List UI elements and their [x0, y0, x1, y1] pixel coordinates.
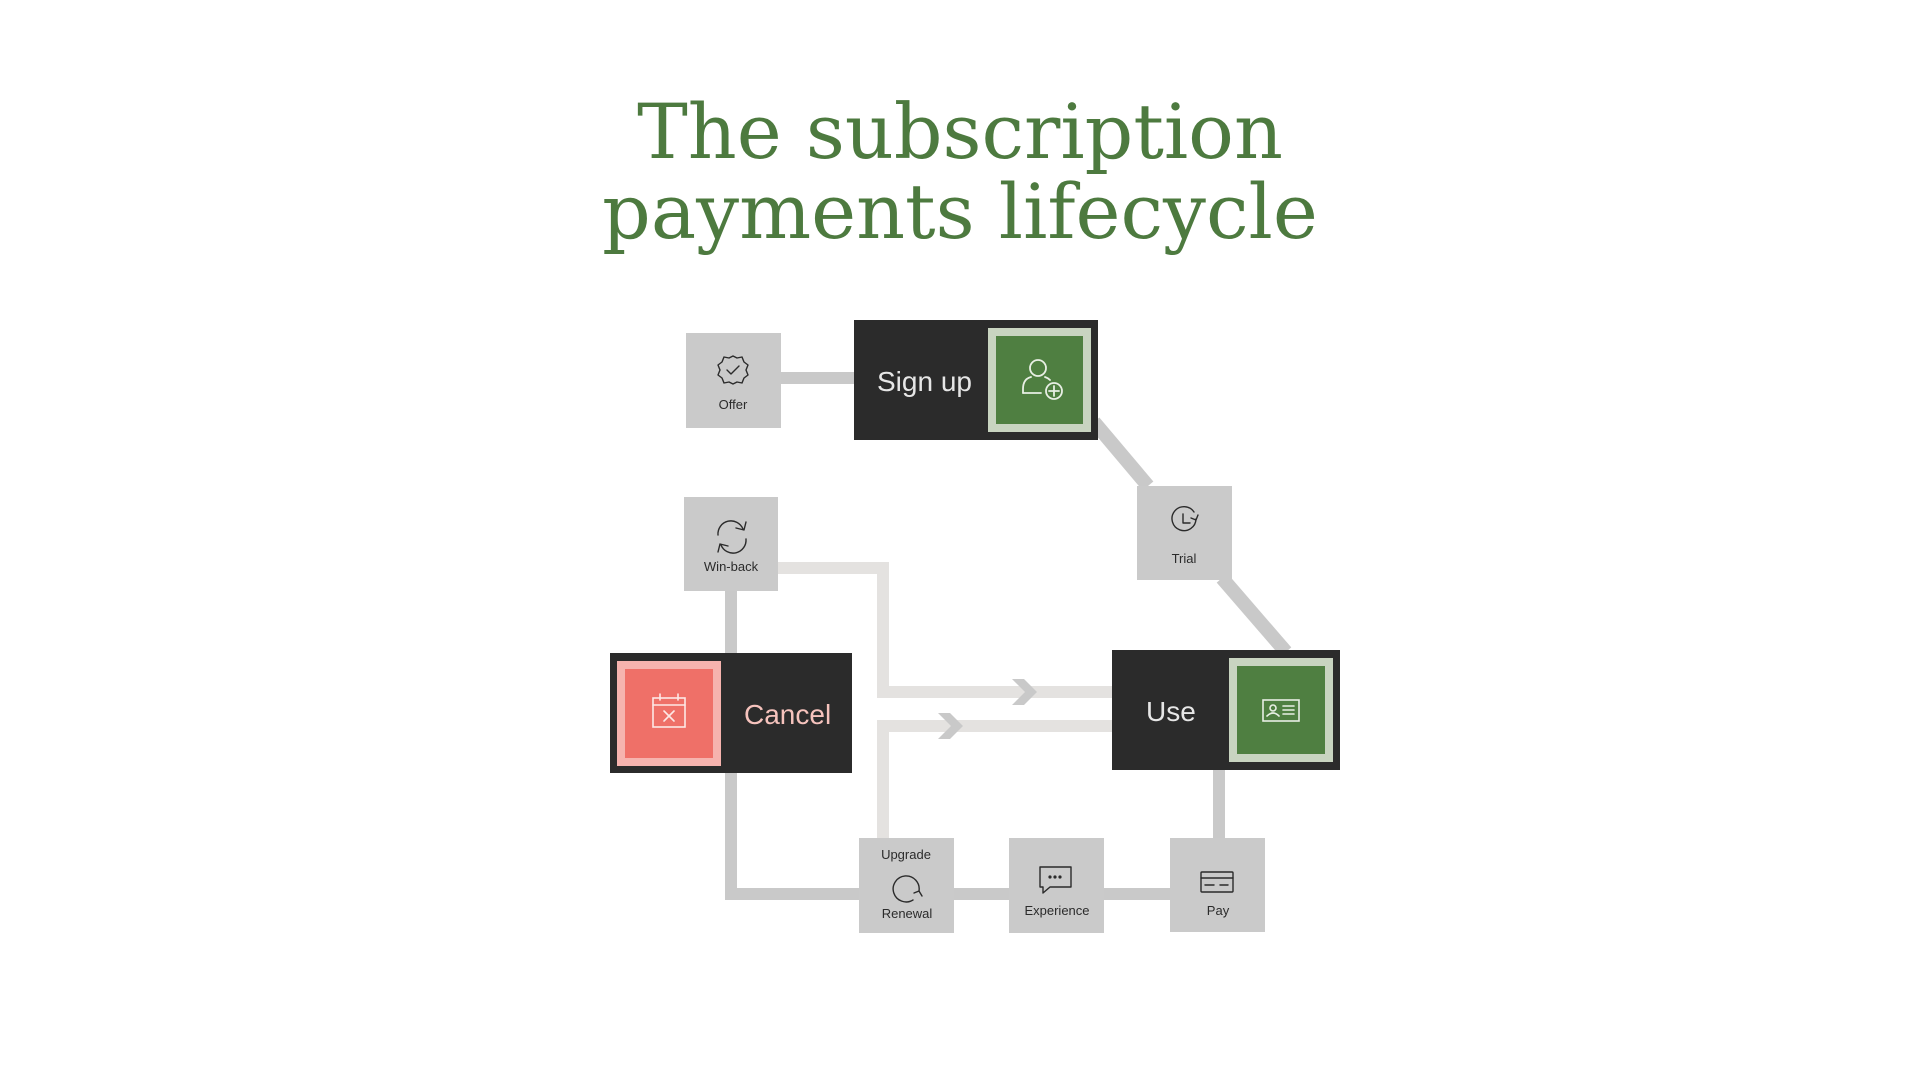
chat-bubble-icon	[1039, 866, 1072, 894]
renewal-label: Renewal	[882, 906, 933, 921]
arrow-chevron-lower	[938, 713, 963, 739]
experience-label: Experience	[1024, 903, 1089, 918]
upgrade-label: Upgrade	[881, 847, 931, 862]
stage-sign-up: Sign up	[854, 320, 1098, 440]
clock-icon	[1171, 505, 1199, 532]
offer-label: Offer	[719, 397, 748, 412]
refresh-icon	[717, 520, 747, 554]
credit-card-icon	[1200, 871, 1234, 893]
use-label: Use	[1146, 696, 1196, 727]
stage-win-back: Win-back	[684, 497, 778, 591]
cancel-label: Cancel	[744, 699, 831, 730]
title-line-1: The subscription	[637, 87, 1283, 176]
stage-cancel: Cancel	[610, 653, 852, 773]
stage-pay: Pay	[1170, 838, 1265, 932]
sign-up-label: Sign up	[877, 366, 972, 397]
pay-label: Pay	[1207, 903, 1230, 918]
arrow-chevron-upper	[1012, 679, 1037, 705]
rotate-icon	[892, 875, 923, 903]
id-card-icon	[1262, 699, 1300, 722]
connector-signup-trial	[1088, 417, 1154, 491]
win-back-label: Win-back	[704, 559, 759, 574]
title-line-2: payments lifecycle	[602, 167, 1318, 256]
connector-winback-to-use	[772, 562, 1112, 698]
connectors	[725, 372, 1292, 900]
user-plus-icon	[1022, 359, 1063, 400]
trial-label: Trial	[1172, 551, 1197, 566]
page-title: The subscription payments lifecycle	[0, 92, 1920, 252]
stage-experience: Experience	[1009, 838, 1104, 933]
badge-check-icon	[717, 355, 749, 385]
connector-renewal-to-use	[877, 720, 1112, 838]
connector-trial-use	[1216, 573, 1292, 657]
calendar-x-icon	[652, 693, 686, 728]
stage-use: Use	[1112, 650, 1340, 770]
stage-renewal: Upgrade Renewal	[859, 838, 954, 933]
stage-offer: Offer	[686, 333, 781, 428]
connector-cancel-renewal	[725, 772, 862, 900]
stage-trial: Trial	[1137, 486, 1232, 580]
